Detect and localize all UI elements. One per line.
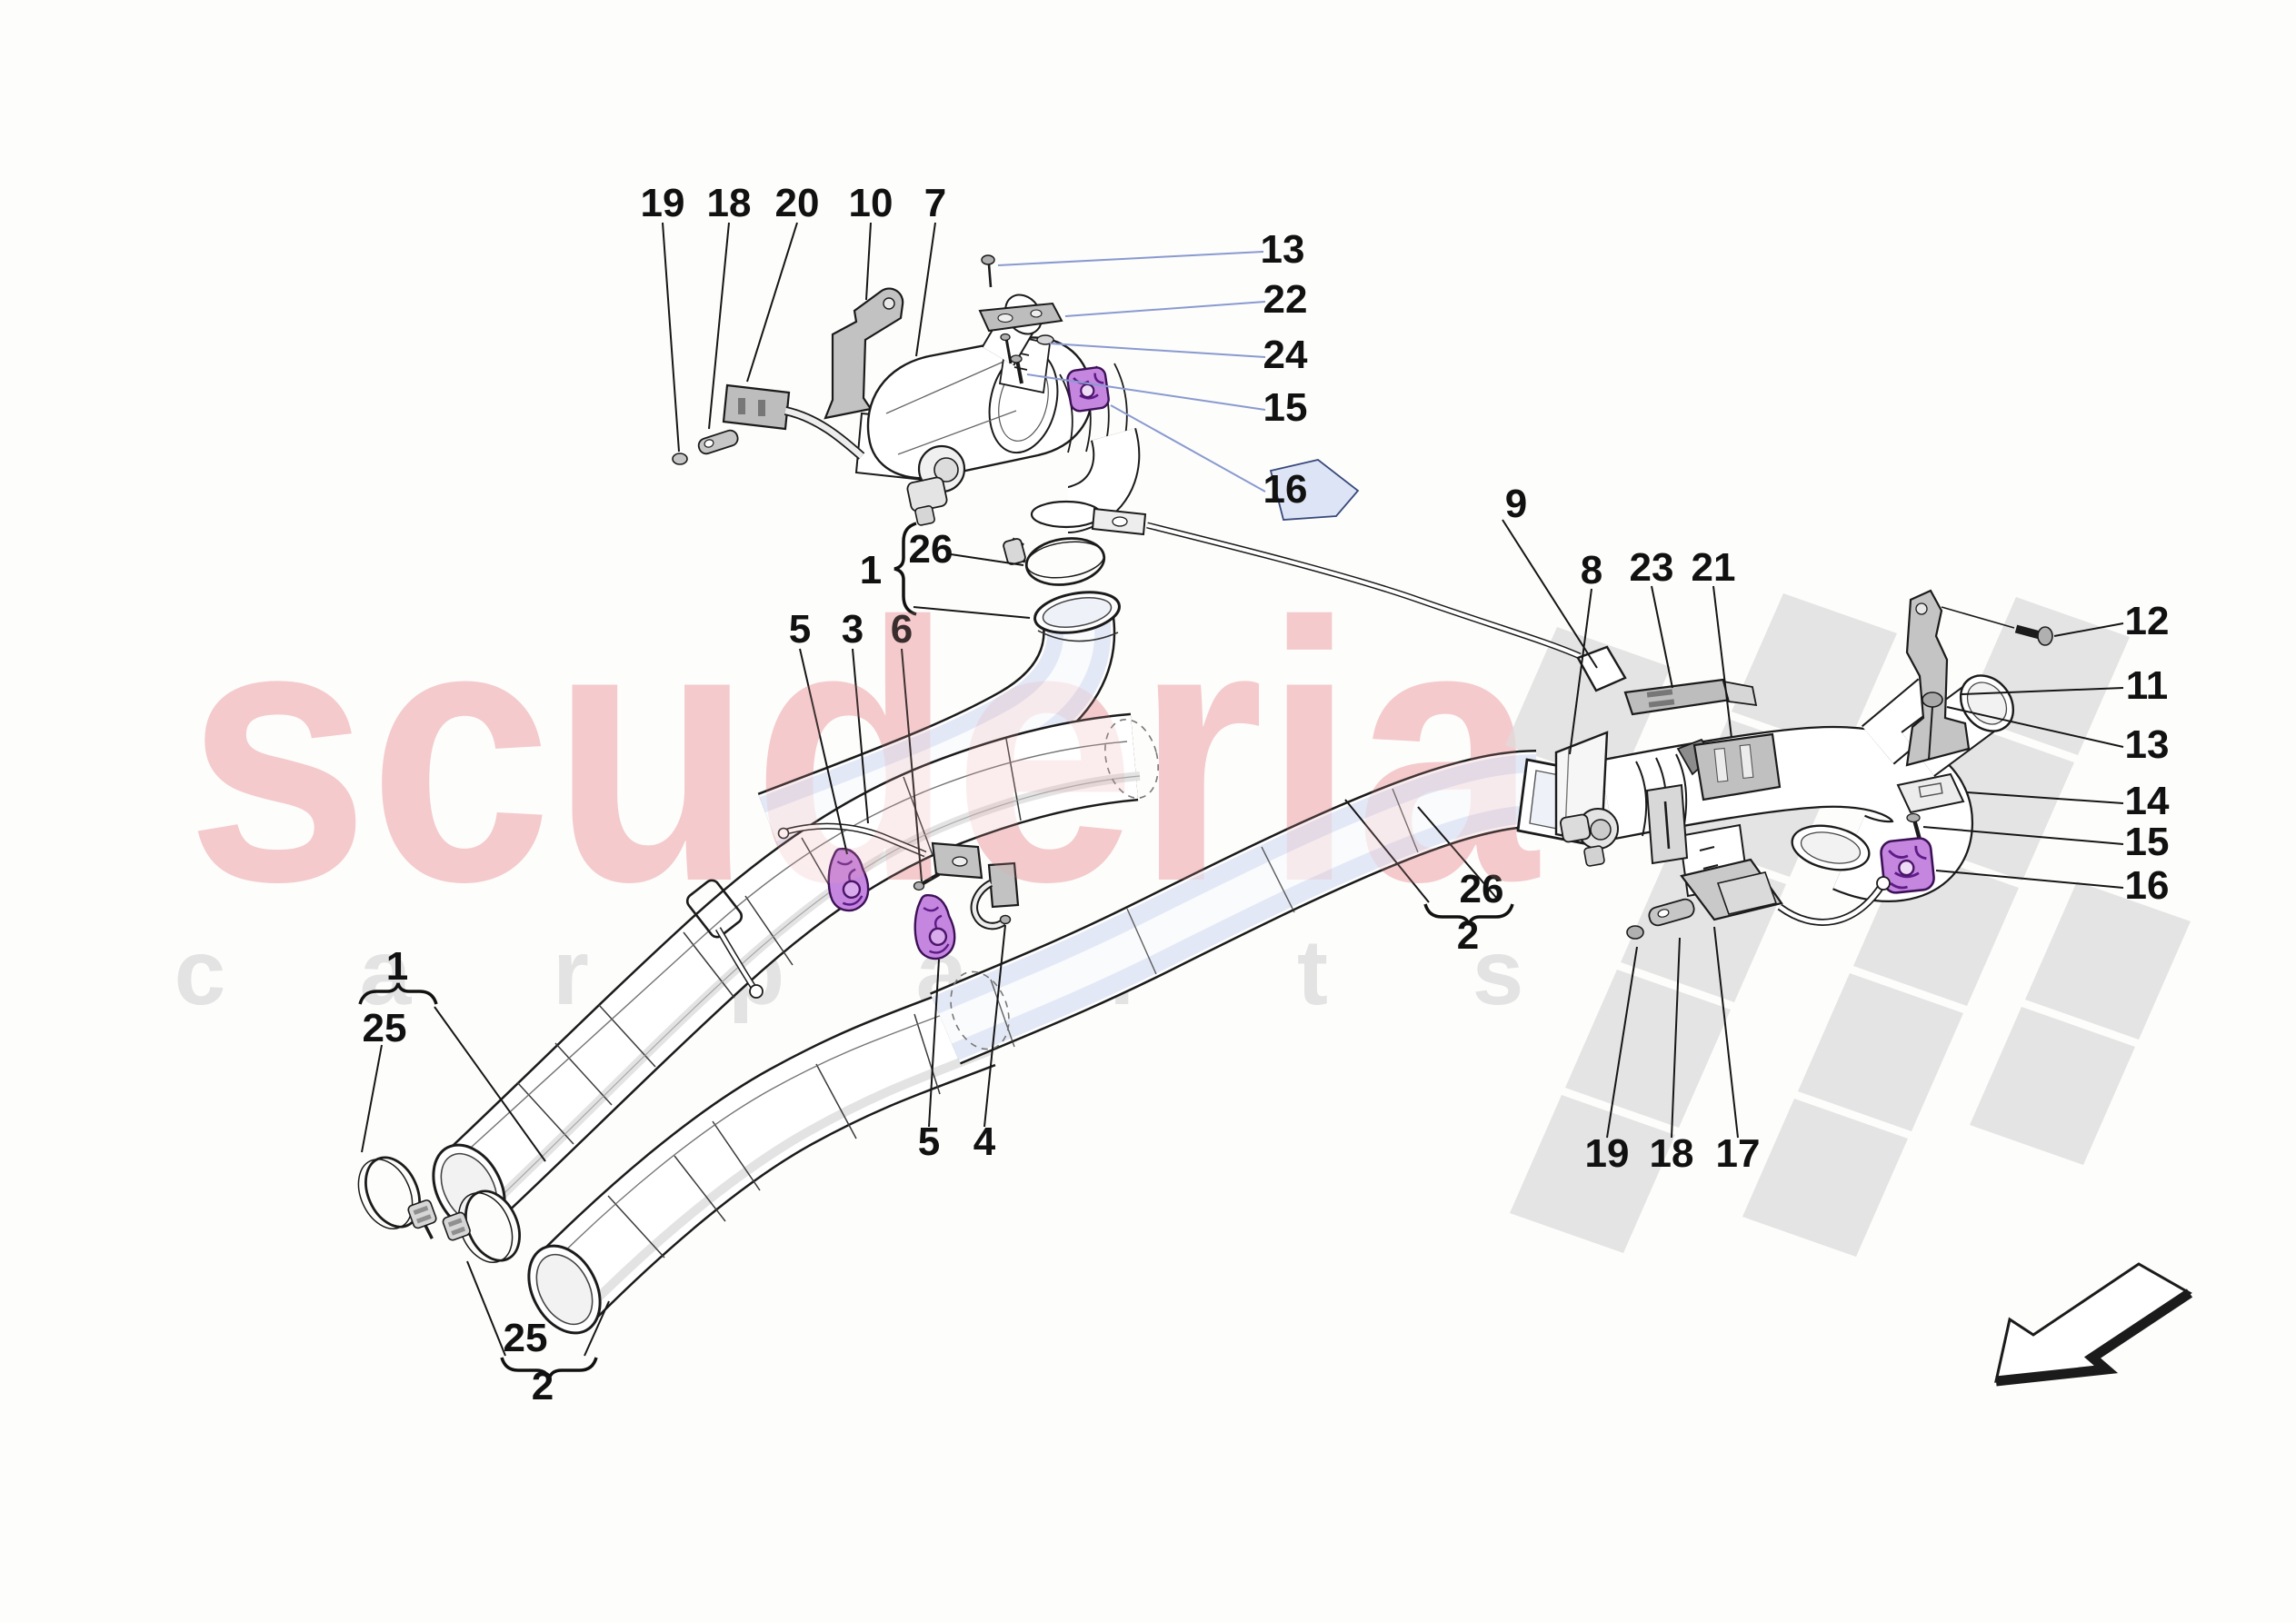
svg-text:12: 12	[2125, 599, 2170, 643]
svg-text:3: 3	[842, 607, 863, 652]
svg-text:11: 11	[2126, 663, 2169, 708]
svg-text:24: 24	[1263, 333, 1308, 377]
svg-text:scuderia: scuderia	[186, 546, 1540, 959]
svg-text:2: 2	[532, 1364, 554, 1408]
svg-text:2: 2	[1457, 913, 1479, 958]
svg-text:5: 5	[789, 607, 811, 652]
svg-text:16: 16	[1263, 467, 1308, 512]
svg-text:15: 15	[2125, 820, 2170, 864]
svg-text:21: 21	[1692, 545, 1736, 590]
svg-text:18: 18	[1650, 1131, 1694, 1176]
svg-text:26: 26	[909, 527, 953, 572]
svg-text:r: r	[553, 920, 589, 1024]
svg-text:17: 17	[1716, 1131, 1761, 1176]
svg-text:20: 20	[775, 181, 820, 225]
svg-text:7: 7	[924, 181, 946, 225]
svg-text:25: 25	[363, 1006, 407, 1050]
svg-text:c: c	[175, 920, 226, 1024]
svg-text:22: 22	[1263, 277, 1308, 322]
svg-text:23: 23	[1630, 545, 1674, 590]
svg-text:s: s	[1472, 920, 1524, 1024]
svg-text:1: 1	[860, 548, 882, 592]
svg-text:13: 13	[2125, 722, 2170, 767]
svg-text:1: 1	[386, 944, 408, 989]
svg-text:18: 18	[707, 181, 752, 225]
svg-text:9: 9	[1505, 482, 1527, 526]
svg-text:15: 15	[1263, 385, 1308, 430]
svg-text:16: 16	[2125, 863, 2170, 908]
svg-text:6: 6	[891, 607, 913, 652]
svg-text:8: 8	[1581, 548, 1602, 592]
svg-text:19: 19	[641, 181, 685, 225]
svg-text:26: 26	[1460, 867, 1504, 911]
svg-text:25: 25	[504, 1316, 548, 1360]
svg-text:4: 4	[973, 1119, 996, 1164]
svg-text:a: a	[360, 920, 413, 1024]
svg-text:19: 19	[1585, 1131, 1630, 1176]
svg-text:13: 13	[1261, 227, 1305, 272]
svg-text:14: 14	[2125, 779, 2170, 823]
svg-text:t: t	[1297, 920, 1328, 1024]
svg-text:5: 5	[918, 1119, 940, 1164]
svg-text:10: 10	[849, 181, 893, 225]
